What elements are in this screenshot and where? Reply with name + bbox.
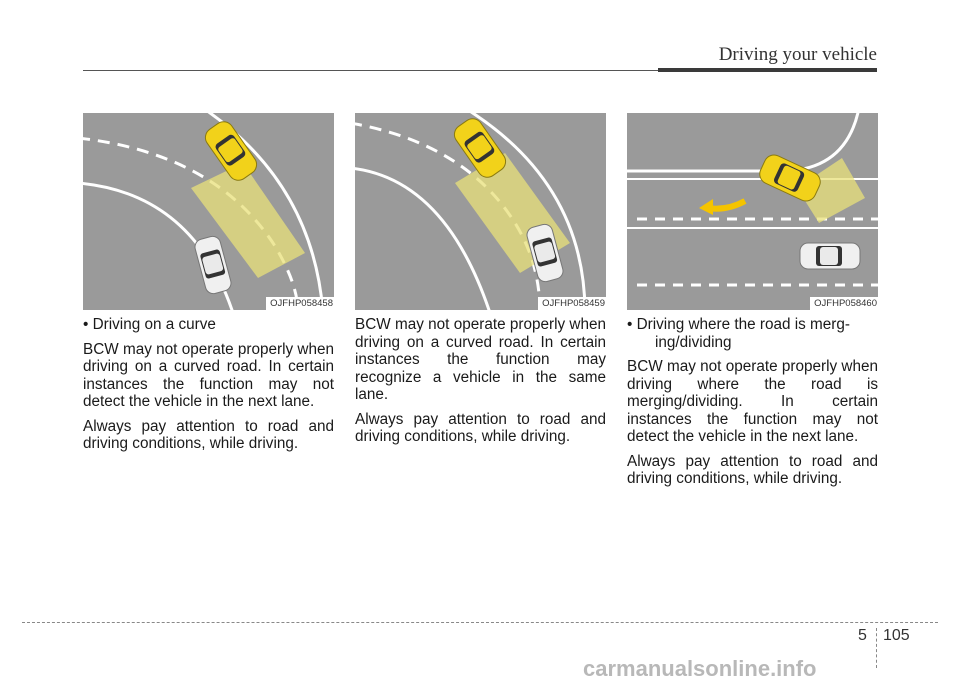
paragraph: BCW may not operate properly when drivin… [355,316,606,403]
white-car-icon [799,242,861,270]
column-1-text: • Driving on a curve BCW may not operate… [83,316,334,460]
illustration-curve [83,113,325,310]
paragraph: BCW may not operate properly when drivin… [627,358,878,445]
paragraph: BCW may not operate properly when drivin… [83,340,334,411]
figure-merging: OJFHP058460 [627,113,878,310]
illustration-curve-same-lane [355,113,587,310]
yellow-car-icon [204,121,258,181]
figure-curve-same-lane: OJFHP058459 [355,113,606,310]
white-car-icon [526,223,564,283]
figure-code: OJFHP058459 [538,297,606,310]
column-3-text: • Driving where the road is merg- ing/di… [627,316,878,495]
bullet-item: • Driving where the road is merg- ing/di… [627,316,878,351]
bullet-text-continued: ing/dividing [655,333,732,351]
yellow-car-icon [759,154,821,202]
detection-zone [797,158,865,223]
figure-code: OJFHP058458 [266,297,334,310]
chapter-number: 5 [858,627,867,644]
figure-code: OJFHP058460 [810,297,878,310]
paragraph: Always pay attention to road and driving… [355,410,606,446]
illustration-merging [627,113,878,287]
yellow-car-icon [453,118,507,178]
paragraph: Always pay attention to road and driving… [627,452,878,488]
header-rule [83,70,877,71]
detection-zone [191,163,305,278]
page-separator [876,628,877,668]
figure-curve-next-lane: OJFHP058458 [83,113,334,310]
bullet-item: • Driving on a curve [83,316,216,333]
column-2-text: BCW may not operate properly when drivin… [355,316,606,453]
header-rule-accent [658,68,877,72]
footer-rule [22,622,938,623]
page-number: 105 [883,627,910,644]
white-car-icon [194,235,232,295]
section-title: Driving your vehicle [718,44,877,65]
bullet-text: • Driving where the road is merg- [627,316,850,333]
paragraph: Always pay attention to road and driving… [83,417,334,453]
watermark: carmanualsonline.info [583,656,817,681]
